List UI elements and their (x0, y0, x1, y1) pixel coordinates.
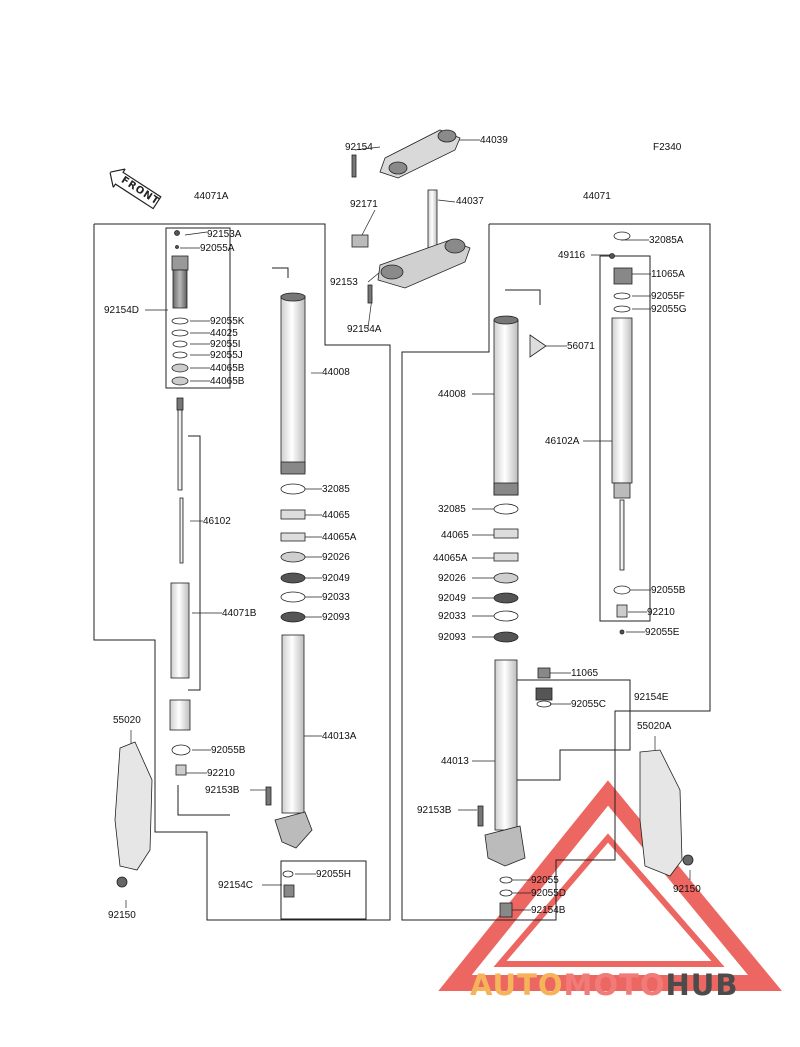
part-label: 92055H (316, 869, 352, 880)
part-label: 92154B (531, 905, 566, 916)
part-label: 92055J (210, 350, 243, 361)
brand-part-auto: AUTO (470, 968, 564, 1002)
part-label: 55020 (113, 715, 141, 726)
part-label: 92210 (647, 607, 675, 618)
front-direction-indicator: FRONT (104, 163, 165, 213)
watermark-logo: AUTOMOTOHUB (470, 968, 790, 1004)
part-label: 92153B (205, 785, 240, 796)
left-fork-tubes (274, 292, 313, 898)
part-label: 92153 (330, 277, 358, 288)
right-fork-guard (639, 749, 694, 877)
part-label: 92033 (322, 592, 350, 603)
part-label: 92154D (104, 305, 140, 316)
part-label: 11065A (651, 269, 685, 280)
part-label: 92055 (531, 875, 559, 886)
part-label: 92049 (438, 593, 466, 604)
part-label: 44039 (480, 135, 508, 146)
part-label: 92055D (531, 888, 567, 899)
part-label: 44013 (441, 756, 469, 767)
part-label: 44025 (210, 328, 238, 339)
part-label: 92055K (210, 316, 245, 327)
part-label: 92055C (571, 699, 607, 710)
part-label: 32085 (438, 504, 466, 515)
part-label: 44065B (210, 376, 245, 387)
part-label: 92150 (108, 910, 136, 921)
front-arrow-icon (109, 168, 162, 210)
part-label: 92154A (347, 324, 382, 335)
part-label: 44065 (441, 530, 469, 541)
left-cartridge-parts (169, 230, 272, 806)
watermark-triangle (438, 780, 782, 991)
part-label: 92154 (345, 142, 373, 153)
part-label: 92055G (651, 304, 687, 315)
part-label: 92026 (438, 573, 466, 584)
part-label: 92055B (211, 745, 246, 756)
part-label: 92154E (634, 692, 669, 703)
part-label: 44071B (222, 608, 257, 619)
part-label: 46102 (203, 516, 231, 527)
part-label: 92055A (200, 243, 235, 254)
part-label: 11065 (571, 668, 599, 679)
part-label: 49116 (558, 250, 586, 261)
brand-part-hub: HUB (665, 968, 739, 1002)
part-label: 92150 (673, 884, 701, 895)
brand-part-moto: MOTO (563, 968, 666, 1002)
part-label: 44037 (456, 196, 484, 207)
part-label: 92210 (207, 768, 235, 779)
steering-stem-part (351, 189, 471, 304)
part-label: 92049 (322, 573, 350, 584)
leader-lines (125, 139, 691, 911)
part-label: 44071 (583, 191, 611, 202)
part-label: 56071 (567, 341, 595, 352)
right-fork-tubes (477, 315, 547, 918)
right-cartridge-parts (535, 231, 633, 708)
part-label: 44013A (322, 731, 357, 742)
part-label: 44065A (322, 532, 357, 543)
upper-bracket-part (351, 129, 461, 179)
part-label: 92093 (438, 632, 466, 643)
part-label: 92154C (218, 880, 254, 891)
assembly-outlines (93, 223, 711, 921)
part-label: 92055E (645, 627, 680, 638)
part-label: 44008 (438, 389, 466, 400)
part-label: 44065B (210, 363, 245, 374)
part-label: 46102A (545, 436, 580, 447)
part-label: 55020A (637, 721, 672, 732)
part-label: 92093 (322, 612, 350, 623)
part-label: 44008 (322, 367, 350, 378)
part-label: 44065 (322, 510, 350, 521)
part-label: 92171 (350, 199, 378, 210)
part-label: 92153B (417, 805, 452, 816)
part-label: 92055B (651, 585, 686, 596)
part-label: 32085A (649, 235, 684, 246)
part-label: 44071A (194, 191, 229, 202)
part-label: 32085 (322, 484, 350, 495)
figure-code: F2340 (653, 142, 682, 153)
part-label: 44065A (433, 553, 468, 564)
part-label: 92033 (438, 611, 466, 622)
part-label: 92026 (322, 552, 350, 563)
left-fork-guard (114, 741, 153, 888)
part-label: 92055I (210, 339, 241, 350)
part-label: 92153A (207, 229, 242, 240)
part-label: 92055F (651, 291, 685, 302)
